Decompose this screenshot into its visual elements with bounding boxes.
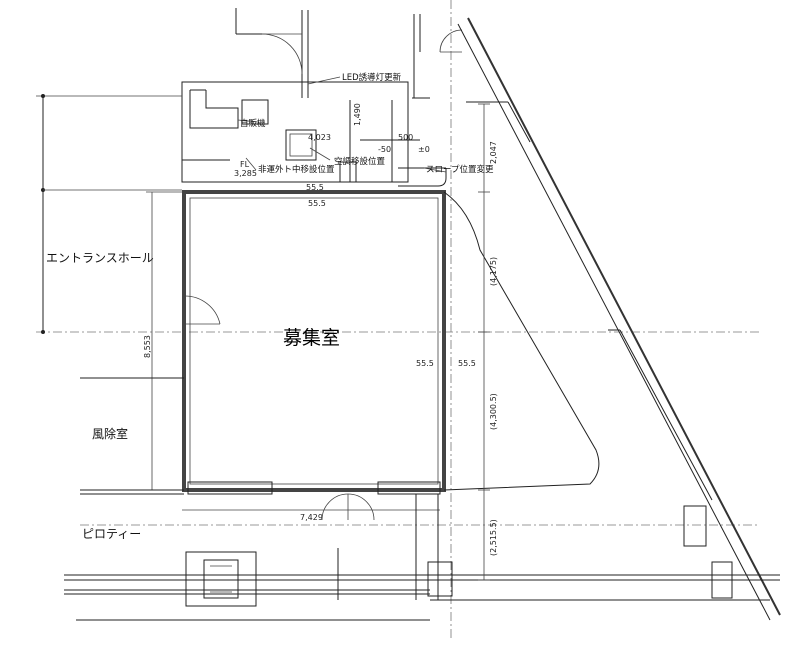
dim-555-right-inner: 55.5: [416, 359, 434, 368]
service-area: [181, 81, 447, 187]
dim-1490: 1,490: [353, 103, 362, 126]
room-name-windbreak: 風除室: [92, 426, 128, 441]
dim-500: 500: [398, 133, 413, 142]
slope-outline: [443, 191, 600, 491]
dim-2515: (2,515.5): [489, 519, 498, 556]
room-name-main: 募集室: [283, 327, 340, 349]
top-door-block: [235, 8, 309, 98]
entrance-dimension: [36, 94, 182, 334]
bottom-doors: [182, 481, 441, 521]
dim-4300: (4,300.5): [489, 393, 498, 430]
note-led-light: LED誘導灯更新: [342, 72, 402, 83]
dim-4023: 4,023: [308, 133, 331, 142]
right-dimension-line: [478, 103, 490, 581]
main-room-inner: [189, 197, 439, 485]
right-columns: [683, 505, 733, 599]
dim-555-top-inner: 55.5: [308, 199, 326, 208]
note-ac-relocate: 空調移設位置: [334, 156, 386, 167]
main-room-door: [183, 295, 221, 325]
dim-555-right: 55.5: [458, 359, 476, 368]
dim-555-top: 55.5: [306, 183, 324, 192]
upper-right-door: [413, 14, 463, 98]
windbreak-walls: [80, 377, 184, 495]
note-evac-equipment: 非運外ト中移設位置: [258, 164, 335, 175]
dim-pm0: ±0: [418, 145, 430, 154]
main-room-outline: [182, 190, 446, 492]
dim-8553: 8,553: [143, 335, 152, 358]
dim-4175: (4,175): [489, 257, 498, 286]
diagonal-wall: [457, 17, 781, 621]
dim-3285: 3,285: [234, 169, 257, 178]
dim-fl: FL: [240, 160, 250, 169]
pilotis-structure: [64, 494, 780, 621]
dim-2047: 2,047: [489, 141, 498, 164]
dim-7429: 7,429: [300, 513, 323, 522]
note-vending: 自販機: [240, 118, 266, 129]
note-slope: スロープ位置変更: [426, 164, 494, 175]
room-name-entrance: エントランスホール: [46, 251, 154, 265]
dim-minus50: -50: [378, 145, 391, 154]
room-name-piloti: ピロティー: [82, 527, 141, 541]
note-leaders: [237, 76, 447, 173]
